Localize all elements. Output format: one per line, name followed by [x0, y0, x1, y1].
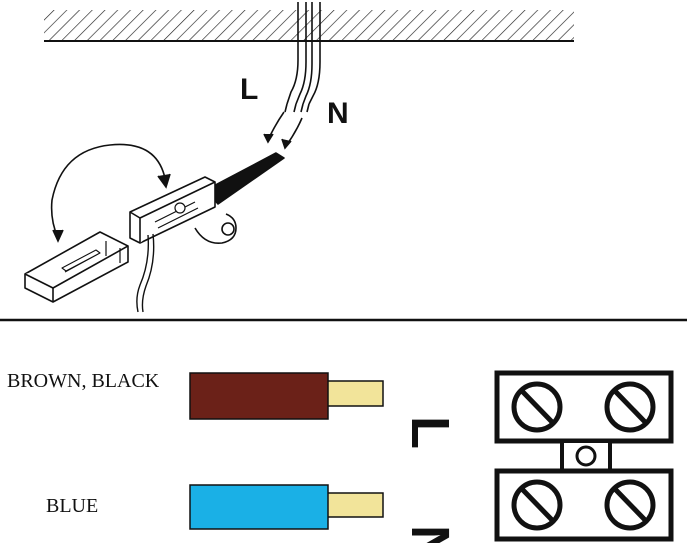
neutral-insulation	[189, 484, 329, 530]
neutral-wire-label: BLUE	[46, 495, 99, 517]
live-wire-label: BROWN, BLACK	[7, 370, 160, 392]
neutral-wire	[189, 484, 384, 530]
live-insulation	[189, 372, 329, 420]
terminal-block	[494, 370, 674, 542]
ceiling	[44, 10, 574, 42]
connector-housing	[24, 152, 285, 303]
neutral-letter: N	[327, 97, 349, 130]
neutral-conductor	[326, 492, 384, 518]
live-wire	[189, 372, 384, 420]
closing-arrow	[50, 143, 171, 243]
insertion-arrows	[263, 111, 303, 150]
lead-wire	[136, 233, 155, 313]
live-letter: L	[240, 73, 258, 106]
live-terminal-letter: L	[400, 416, 460, 449]
supply-cable	[284, 2, 321, 113]
cable-letters: L N	[240, 73, 349, 130]
neutral-terminal-letter: N	[400, 525, 460, 543]
live-conductor	[326, 380, 384, 407]
